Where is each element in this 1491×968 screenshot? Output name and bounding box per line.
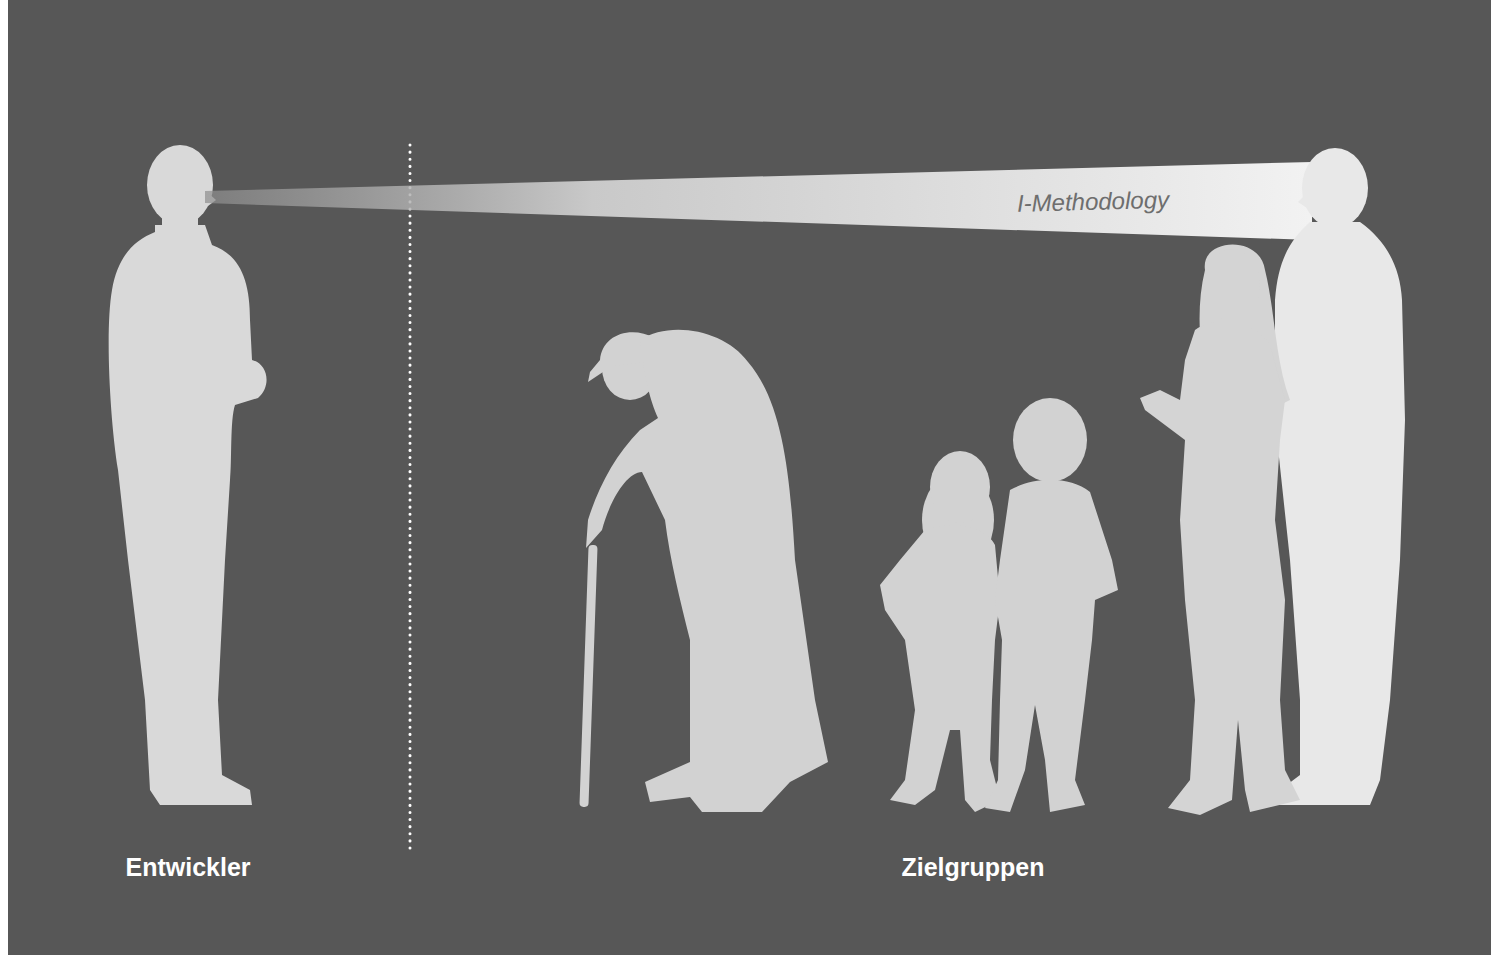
man-silhouette — [1275, 148, 1405, 805]
woman-silhouette — [1140, 244, 1300, 815]
head — [1013, 398, 1087, 482]
method-label: I-Methodology — [1017, 187, 1170, 217]
head — [1204, 249, 1260, 321]
body — [985, 480, 1118, 812]
body — [109, 225, 267, 805]
head — [930, 451, 990, 523]
cane — [579, 545, 597, 807]
boy-silhouette — [985, 398, 1118, 812]
nose — [1298, 192, 1308, 208]
body — [1275, 222, 1405, 805]
body — [880, 525, 1000, 812]
body — [1140, 322, 1300, 815]
background-panel — [8, 0, 1491, 955]
group-label: Zielgruppen — [901, 854, 1044, 882]
developer-silhouette — [109, 145, 267, 805]
elderly-silhouette — [579, 330, 828, 812]
view-beam — [205, 162, 1312, 240]
group-label: Entwickler — [125, 854, 250, 882]
girl-silhouette — [880, 451, 1000, 812]
divider-line — [409, 145, 412, 850]
head — [1302, 148, 1368, 228]
body — [586, 330, 828, 812]
